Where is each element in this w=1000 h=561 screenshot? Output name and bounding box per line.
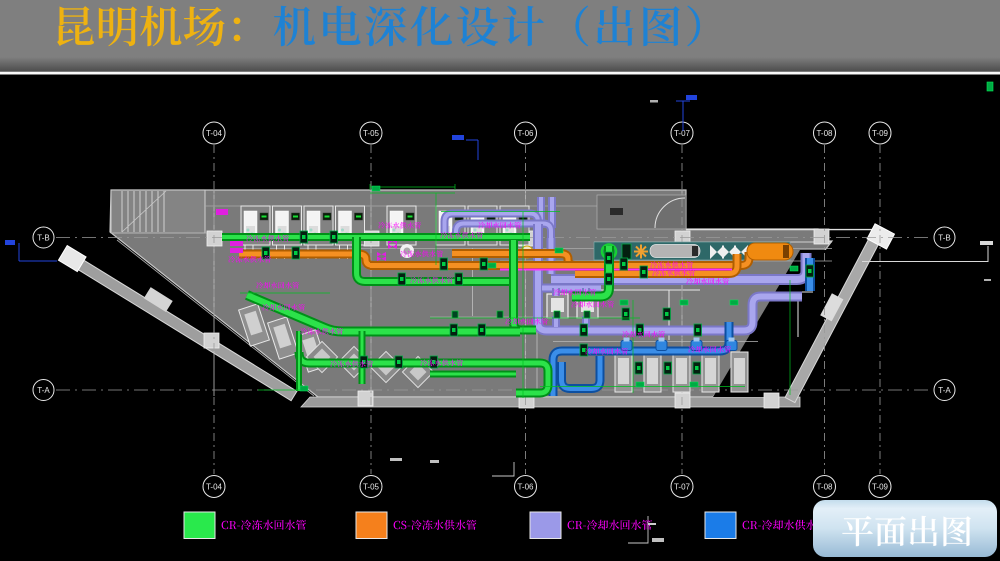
- svg-text:T-B: T-B: [938, 233, 950, 242]
- svg-text:T-09: T-09: [872, 129, 889, 138]
- svg-text:T-A: T-A: [938, 386, 951, 395]
- svg-text:T-07: T-07: [674, 129, 691, 138]
- svg-text:T-06: T-06: [517, 482, 534, 491]
- svg-text:T-04: T-04: [206, 482, 223, 491]
- svg-text:T-04: T-04: [206, 129, 223, 138]
- svg-text:T-09: T-09: [872, 482, 889, 491]
- svg-text:T-05: T-05: [363, 482, 380, 491]
- svg-text:T-B: T-B: [37, 233, 49, 242]
- svg-text:T-A: T-A: [37, 386, 50, 395]
- svg-text:T-08: T-08: [816, 129, 833, 138]
- svg-text:T-08: T-08: [816, 482, 833, 491]
- svg-text:T-06: T-06: [517, 129, 534, 138]
- svg-text:T-05: T-05: [363, 129, 380, 138]
- svg-text:T-07: T-07: [674, 482, 691, 491]
